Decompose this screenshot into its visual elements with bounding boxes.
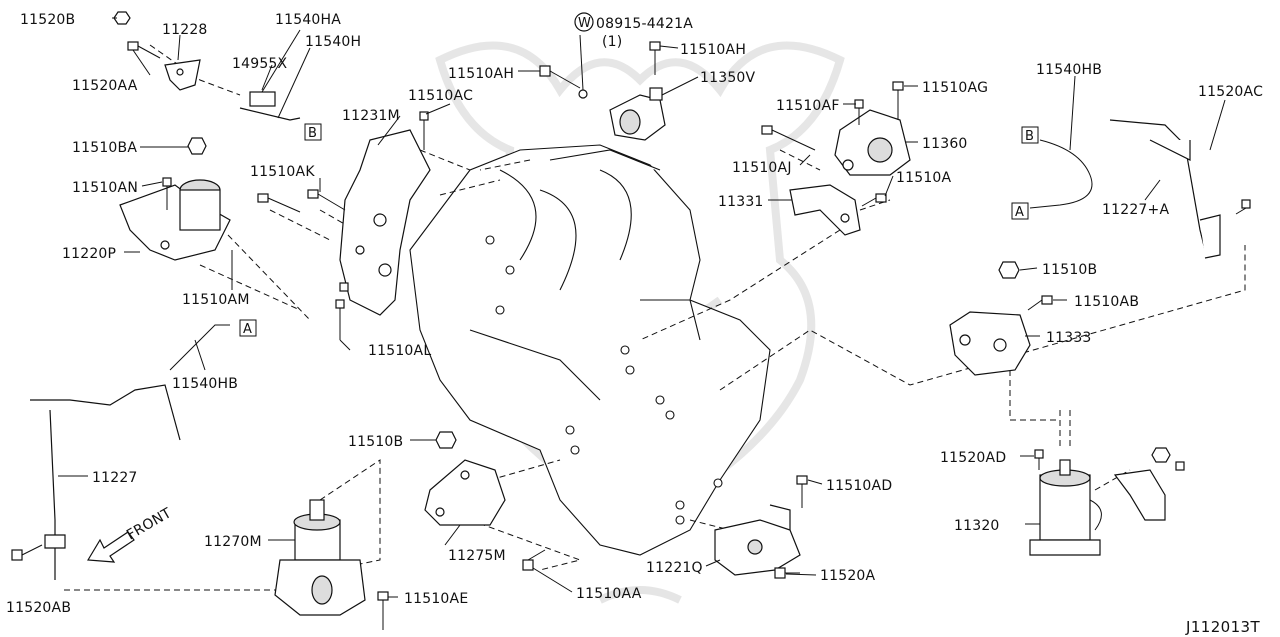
callout-label: 11510BA	[72, 140, 137, 156]
part-11510a-bolt	[861, 193, 887, 207]
ref-box-b-right: B	[1021, 126, 1039, 144]
callout-label: 11520AA	[72, 78, 138, 94]
ref-box-a-left: A	[239, 319, 257, 337]
part-11510ac-bolt	[419, 111, 429, 150]
callout-label: 11331	[718, 194, 764, 210]
callout-label: 11510AL	[368, 343, 431, 359]
part-11270m-mount	[274, 499, 366, 616]
part-11221q-bracket	[714, 504, 801, 576]
leader-lines	[58, 17, 1226, 598]
front-label: FRONT	[124, 505, 174, 543]
callout-label: 11510B	[348, 434, 403, 450]
part-11510ak-bolt	[257, 189, 346, 213]
callout-label: 11320	[954, 518, 1000, 534]
callout-label: 11540HA	[275, 12, 341, 28]
part-14955x-sensor	[239, 91, 301, 121]
part-11333-bracket	[949, 311, 1031, 376]
part-11540hb-hose-left	[169, 324, 230, 371]
callout-label: 11520AD	[940, 450, 1006, 466]
dashed-connectors	[60, 44, 1246, 591]
callout-label: 11333	[1046, 330, 1092, 346]
part-11510aj-bolt	[761, 125, 816, 151]
part-11510an-bolt	[162, 177, 172, 210]
washer-symbol: W	[574, 12, 594, 32]
callout-label: 11520B	[20, 12, 75, 28]
callout-label: 11510AF	[776, 98, 840, 114]
engine-block	[409, 144, 771, 556]
callout-label: 11520AB	[6, 600, 71, 616]
part-11540hb-hose-right	[1029, 139, 1093, 209]
callout-label: 11510AH	[680, 42, 746, 58]
callout-label: 11510AK	[250, 164, 315, 180]
callout-label: 11227+A	[1102, 202, 1169, 218]
callout-label: 11275M	[448, 548, 506, 564]
callout-label: 11510AN	[72, 180, 138, 196]
callout-label: 11510AA	[576, 586, 642, 602]
part-11231m-bracket	[339, 129, 431, 316]
part-11520a-bolt	[774, 567, 800, 579]
callout-label: 11350V	[700, 70, 756, 86]
callout-label: 08915-4421A	[596, 16, 693, 32]
callout-label: 11360	[922, 136, 968, 152]
callout-labels: 11520B 11228 11520AA 11540HA 11540H 1495…	[6, 12, 1263, 636]
callout-label: 11510AD	[826, 478, 892, 494]
part-11227-rod	[30, 384, 181, 580]
callout-label: 11510B	[1042, 262, 1097, 278]
callout-label: 11520AC	[1198, 84, 1263, 100]
callout-label: 11510AG	[922, 80, 988, 96]
part-11520ab-bolt	[11, 544, 43, 561]
part-11510b-nut-left	[435, 431, 457, 449]
part-11320-mount	[1029, 459, 1102, 556]
part-11520aa-bolt	[127, 41, 161, 59]
callout-label: 11227	[92, 470, 138, 486]
part-11228-bracket	[164, 59, 201, 91]
part-11510aa-bolt	[522, 549, 546, 571]
part-11227a-rod	[1109, 119, 1221, 259]
part-11520ac-bolt	[1235, 199, 1251, 215]
part-11510b-nut-right	[998, 261, 1020, 279]
callout-label: 11270M	[204, 534, 262, 550]
part-11510ab-bolt	[1027, 295, 1053, 311]
ref-box-b-left: B	[304, 123, 322, 141]
ref-mark-a: A	[1015, 205, 1024, 220]
ref-box-a-right: A	[1011, 202, 1029, 220]
callout-label: 11510AH	[448, 66, 514, 82]
diagram-code: J112013T	[1185, 618, 1260, 636]
callout-label: 14955X	[232, 56, 288, 72]
callout-label: 11510AC	[408, 88, 473, 104]
part-11510al-bolt	[335, 282, 349, 340]
part-11360-mount	[834, 109, 911, 176]
ref-mark-a: A	[243, 322, 252, 337]
part-11510ad-bolt	[796, 475, 808, 508]
part-11350v-mount	[609, 87, 666, 141]
part-small-bracket-right	[1113, 447, 1185, 521]
callout-label: 11510A	[896, 170, 952, 186]
part-11331-bracket	[789, 184, 861, 236]
part-11510ba-nut	[187, 137, 207, 155]
front-arrow	[86, 531, 135, 563]
washer-symbol-letter: W	[578, 16, 591, 31]
part-11220p-bracket	[119, 179, 231, 261]
callout-label: 11540H	[305, 34, 361, 50]
callout-label: 11228	[162, 22, 208, 38]
callout-label: 11540HB	[1036, 62, 1102, 78]
callout-label: (1)	[602, 34, 622, 50]
callout-label: 11520A	[820, 568, 876, 584]
callout-label: 11510AM	[182, 292, 250, 308]
ref-mark-b: B	[1025, 129, 1034, 144]
part-11520ad-bolt	[1034, 449, 1044, 470]
part-11275m-bracket	[424, 459, 506, 526]
callout-label: 11510AE	[404, 591, 468, 607]
callout-label: 11540HB	[172, 376, 238, 392]
callout-label: 11231M	[342, 108, 400, 124]
ref-mark-b: B	[308, 126, 317, 141]
part-11510ae-bolt	[377, 591, 389, 630]
part-11510ag-bolt	[892, 81, 904, 120]
callout-label: 11221Q	[646, 560, 703, 576]
callout-label: 11220P	[62, 246, 116, 262]
callout-label: 11510AB	[1074, 294, 1139, 310]
callout-label: 11510AJ	[732, 160, 792, 176]
